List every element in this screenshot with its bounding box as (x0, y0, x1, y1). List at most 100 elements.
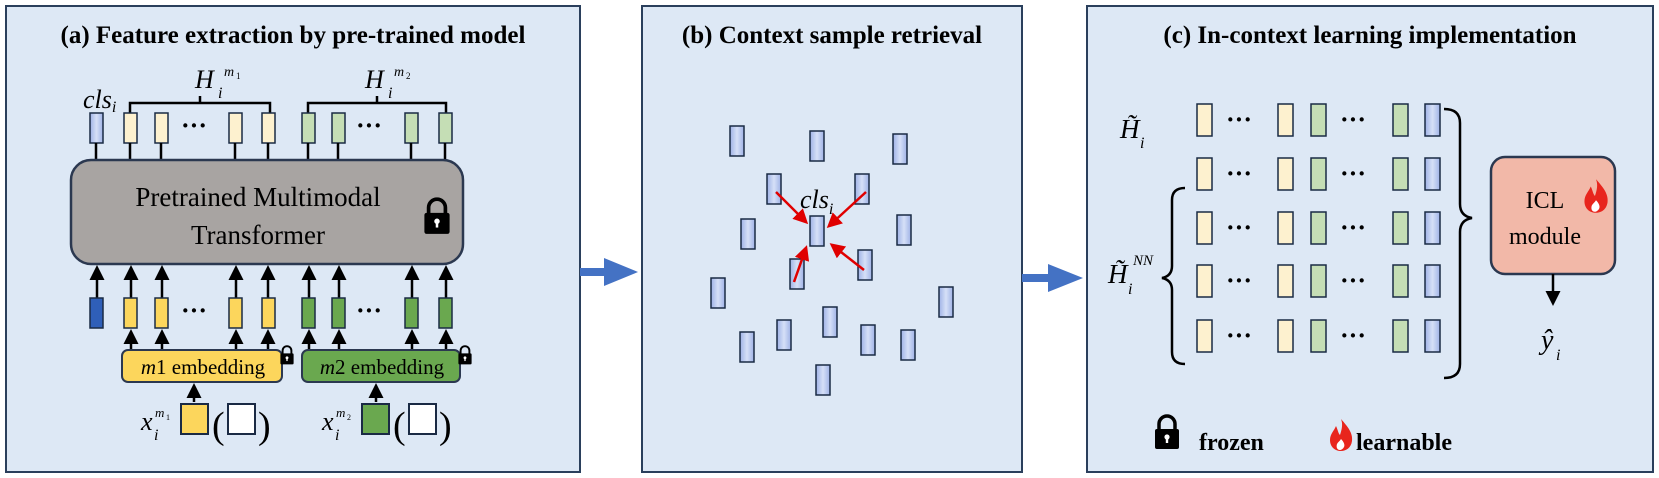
svg-text:x: x (321, 407, 334, 436)
neighbor-token (1424, 319, 1441, 353)
m2-embedding-label: m2 embedding (320, 355, 445, 379)
neighbor-token (1196, 157, 1213, 191)
m2-embedding-box (301, 349, 461, 383)
x-m1-label: x i m 1 (140, 405, 170, 444)
row-ellipsis: ··· (1340, 159, 1366, 188)
transformer-label-line2: Transformer (191, 220, 325, 250)
svg-text:m: m (224, 65, 234, 80)
icl-module-line1: ICL (1526, 188, 1565, 214)
input-token (228, 297, 243, 329)
ellipsis-bottom-1: ··· (181, 296, 207, 325)
output-token (261, 112, 276, 144)
svg-text:2: 2 (406, 71, 411, 81)
sample-token (739, 331, 755, 363)
output-token (123, 112, 138, 144)
sample-token (740, 218, 756, 250)
cls-label-a: clsi (83, 85, 116, 116)
sample-token (900, 329, 916, 361)
sample-token (860, 324, 876, 356)
svg-text:1: 1 (236, 71, 241, 81)
nearest-neighbor-arrows (775, 191, 867, 283)
svg-text:i: i (154, 427, 158, 444)
svg-text:i: i (1556, 347, 1560, 364)
svg-text:x: x (140, 407, 153, 436)
legend-frozen: frozen (1199, 430, 1264, 456)
row-ellipsis: ··· (1340, 321, 1366, 350)
paren-close-m1: ) (258, 405, 271, 447)
output-token-cls (89, 112, 104, 144)
paren-close-m2: ) (439, 405, 452, 447)
output-token (404, 112, 419, 144)
svg-text:H̃: H̃ (1119, 114, 1141, 144)
neighbor-token (1196, 319, 1213, 353)
svg-text:H̃: H̃ (1107, 259, 1129, 289)
neighbor-token (1424, 211, 1441, 245)
query-token (1424, 103, 1441, 137)
row-ellipsis: ··· (1226, 213, 1252, 242)
row-ellipsis: ··· (1226, 105, 1252, 134)
nn-left-bracket (1161, 186, 1186, 366)
sample-token (857, 249, 873, 281)
row-ellipsis: ··· (1226, 266, 1252, 295)
all-rows-right-bracket (1443, 107, 1473, 380)
neighbor-token (1392, 157, 1409, 191)
neighbor-token (1277, 264, 1294, 298)
svg-text:m: m (394, 65, 404, 80)
icl-token-rows: ······························ (1196, 103, 1441, 353)
h-nn-label: H̃ i NN (1107, 253, 1154, 298)
svg-text:ŷ: ŷ (1538, 325, 1554, 356)
panel-b (641, 5, 1023, 473)
paren-open-m2: ( (393, 405, 406, 447)
input-token (438, 297, 453, 329)
bracket-h1 (128, 96, 272, 113)
neighbor-token (1392, 264, 1409, 298)
panel-c-title: (c) In-context learning implementation (1163, 22, 1576, 49)
sample-token (766, 173, 782, 205)
svg-text:2: 2 (347, 413, 351, 422)
input-arrows (89, 265, 454, 298)
input-token (404, 297, 419, 329)
query-token (1277, 103, 1294, 137)
query-token (1392, 103, 1409, 137)
cls-label-b: clsi (800, 185, 833, 218)
sample-token (822, 306, 838, 338)
svg-text:m: m (155, 405, 164, 420)
sample-token (896, 214, 912, 246)
x-m2-label: x i m 2 (321, 405, 351, 444)
neighbor-token (1310, 157, 1327, 191)
m2-missing-square (408, 403, 437, 435)
output-token (331, 112, 346, 144)
output-token (438, 112, 453, 144)
transformer-label-line1: Pretrained Multimodal (135, 182, 380, 212)
sample-token (729, 125, 745, 157)
ellipsis-top-1: ··· (181, 111, 207, 140)
sample-token (710, 277, 726, 309)
svg-text:i: i (218, 85, 222, 102)
embedding-arrows (123, 329, 454, 350)
row-ellipsis: ··· (1340, 266, 1366, 295)
neighbor-token (1196, 264, 1213, 298)
neighbor-token (1424, 264, 1441, 298)
output-token (154, 112, 169, 144)
bracket-h2 (306, 96, 448, 113)
neighbor-token (1277, 319, 1294, 353)
input-token-cls (89, 297, 104, 329)
output-connectors (94, 143, 447, 160)
svg-text:H: H (194, 65, 215, 94)
icl-module-line2: module (1509, 224, 1581, 250)
legend-learnable: learnable (1356, 430, 1452, 456)
query-token (1196, 103, 1213, 137)
paren-open-m1: ( (212, 405, 225, 447)
m1-missing-square (227, 403, 256, 435)
sample-token (854, 173, 870, 205)
neighbor-token (1310, 264, 1327, 298)
h-tilde-label: H̃ i (1119, 114, 1144, 152)
row-ellipsis: ··· (1340, 105, 1366, 134)
query-token (1310, 103, 1327, 137)
svg-text:i: i (1128, 281, 1132, 298)
neighbor-token (1196, 211, 1213, 245)
arrow-right-icon (580, 258, 638, 286)
row-ellipsis: ··· (1226, 159, 1252, 188)
svg-text:NN: NN (1132, 253, 1154, 269)
sample-token (776, 319, 792, 351)
